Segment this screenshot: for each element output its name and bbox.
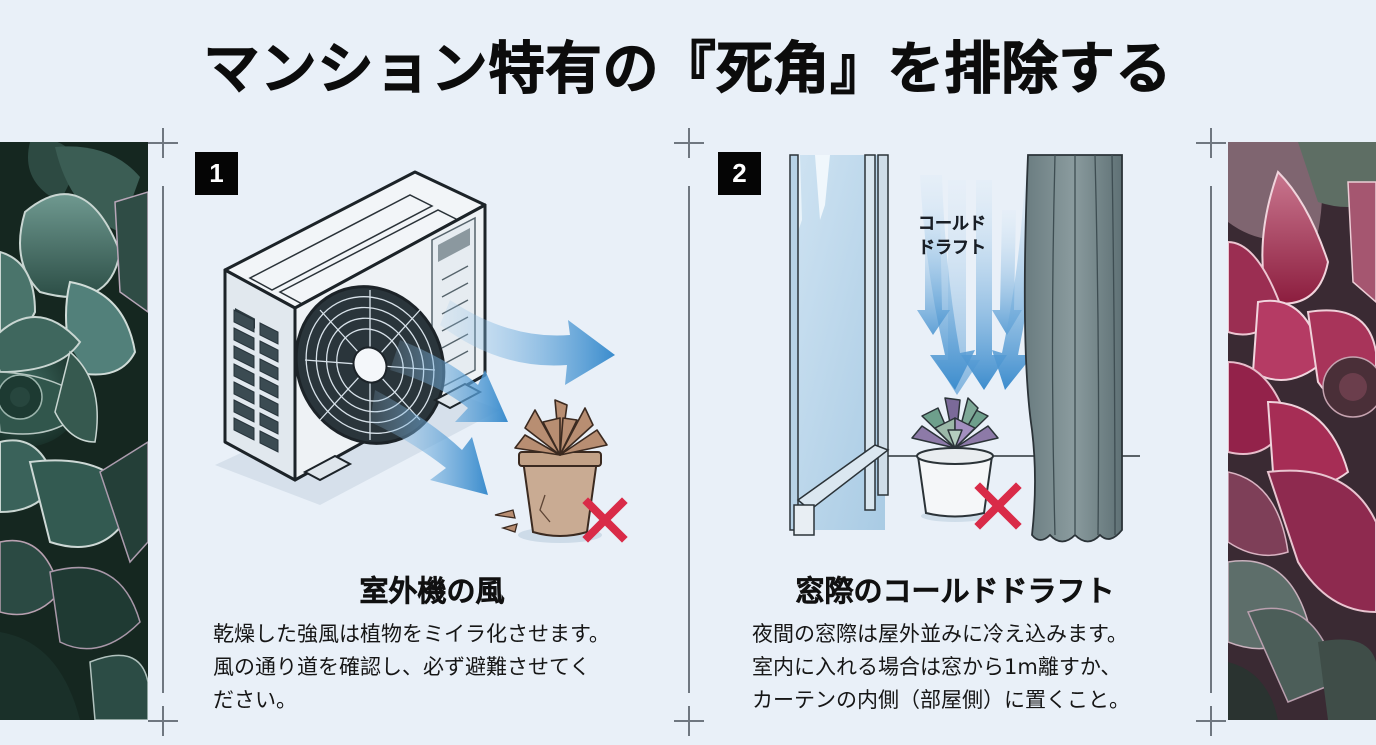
panel-heading: 窓際のコールドドラフト — [795, 574, 1115, 609]
draft-label-line: ドラフト — [918, 238, 986, 258]
crop-mark-icon — [674, 706, 704, 736]
window-cold-draft-illustration — [789, 154, 1140, 543]
divider-line-center — [688, 186, 690, 693]
panel-number-badge: 1 — [195, 152, 238, 195]
panel-body-text: 乾燥した強風は植物をミイラ化させます。 風の通り道を確認し、必ず避難させてく だ… — [213, 618, 610, 717]
page-title: マンション特有の『死角』を排除する — [203, 36, 1173, 102]
outdoor-ac-unit-illustration — [215, 170, 628, 543]
prohibited-x-icon — [974, 482, 1022, 530]
wind-arrow-icon — [390, 340, 508, 422]
crop-mark-icon — [148, 128, 178, 158]
body-line: 風の通り道を確認し、必ず避難させてく — [213, 655, 591, 679]
body-line: 夜間の窓際は屋外並みに冷え込みます。 — [752, 622, 1128, 646]
divider-line-left — [162, 186, 164, 693]
cold-draft-label: コールド ドラフト — [918, 212, 986, 260]
succulent-photo-green — [0, 142, 148, 720]
crop-mark-icon — [148, 706, 178, 736]
healthy-plant-icon — [911, 397, 999, 522]
cold-draft-arrow-icon — [917, 175, 1045, 395]
prohibited-x-icon — [582, 497, 628, 543]
succulent-photo-red — [1228, 142, 1376, 720]
draft-label-line: コールド — [918, 214, 986, 234]
body-line: ださい。 — [213, 688, 297, 712]
panel-heading: 室外機の風 — [359, 574, 505, 609]
wind-arrow-icon — [440, 300, 615, 385]
withered-plant-icon — [494, 399, 608, 543]
crop-mark-icon — [674, 128, 704, 158]
body-line: 室内に入れる場合は窓から1m離すか、 — [752, 655, 1122, 679]
divider-line-right — [1210, 186, 1212, 693]
panel-number-badge: 2 — [718, 152, 761, 195]
body-line: 乾燥した強風は植物をミイラ化させます。 — [213, 622, 610, 646]
body-line: カーテンの内側（部屋側）に置くこと。 — [752, 688, 1130, 712]
crop-mark-icon — [1196, 128, 1226, 158]
wind-arrow-icon — [370, 390, 488, 495]
panel-body-text: 夜間の窓際は屋外並みに冷え込みます。 室内に入れる場合は窓から1m離すか、 カー… — [752, 618, 1130, 717]
crop-mark-icon — [1196, 706, 1226, 736]
